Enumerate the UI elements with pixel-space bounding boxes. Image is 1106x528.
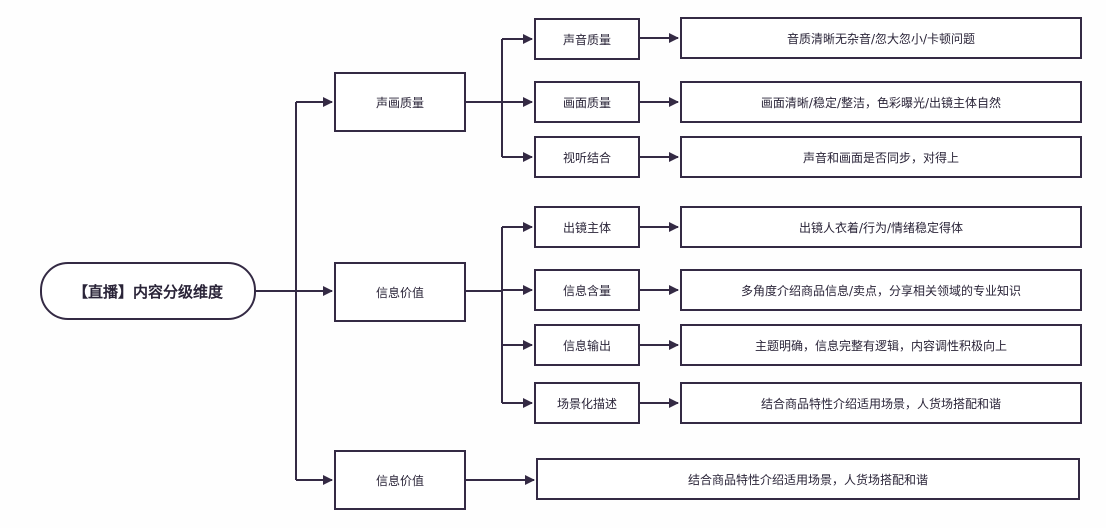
leaf-node-scenario-description: 场景化描述 <box>534 382 640 424</box>
leaf-node-image-quality: 画面质量 <box>534 81 640 123</box>
detail-node-sound-quality: 音质清晰无杂音/忽大忽小/卡顿问题 <box>680 17 1082 59</box>
branch-node-av-quality: 声画质量 <box>334 72 466 132</box>
detail-node-info-output: 主题明确，信息完整有逻辑，内容调性积极向上 <box>680 324 1082 366</box>
branch-node-info-value-2: 信息价值 <box>334 450 466 510</box>
leaf-node-info-content: 信息含量 <box>534 269 640 311</box>
detail-node-image-quality: 画面清晰/稳定/整洁，色彩曝光/出镜主体自然 <box>680 81 1082 123</box>
detail-node-info-content: 多角度介绍商品信息/卖点，分享相关领域的专业知识 <box>680 269 1082 311</box>
leaf-node-on-camera-subject: 出镜主体 <box>534 206 640 248</box>
leaf-node-av-sync: 视听结合 <box>534 136 640 178</box>
detail-node-info-value-2: 结合商品特性介绍适用场景，人货场搭配和谐 <box>536 458 1080 500</box>
detail-node-scenario-description: 结合商品特性介绍适用场景，人货场搭配和谐 <box>680 382 1082 424</box>
root-node: 【直播】内容分级维度 <box>40 262 256 320</box>
detail-node-av-sync: 声音和画面是否同步，对得上 <box>680 136 1082 178</box>
leaf-node-info-output: 信息输出 <box>534 324 640 366</box>
branch-node-info-value: 信息价值 <box>334 262 466 322</box>
detail-node-on-camera-subject: 出镜人衣着/行为/情绪稳定得体 <box>680 206 1082 248</box>
leaf-node-sound-quality: 声音质量 <box>534 18 640 60</box>
